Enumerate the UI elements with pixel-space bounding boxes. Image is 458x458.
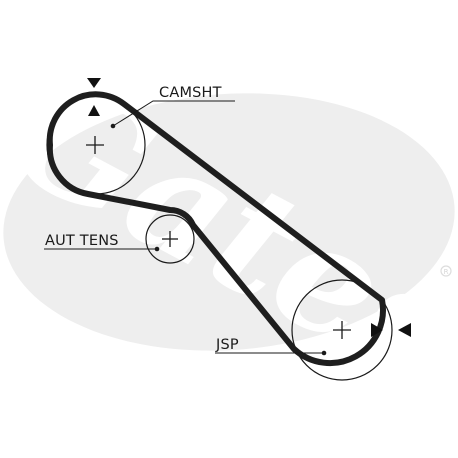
registered-trademark-icon: R [440, 265, 452, 277]
crosshair-icon [86, 136, 104, 154]
tensioner-leader [44, 246, 160, 252]
camshaft-leader [110, 100, 235, 129]
timing-mark-arrow-icon [87, 78, 101, 88]
timing-mark-arrow-icon [371, 323, 383, 337]
crankshaft-leader [215, 350, 327, 356]
tensioner-label: AUT TENS [45, 233, 119, 249]
gates-logo-watermark: Gates R [0, 42, 458, 420]
timing-mark-arrow-icon [398, 323, 411, 337]
svg-text:R: R [444, 268, 449, 276]
timing-mark-arrow-icon [88, 105, 100, 116]
crosshair-icon [333, 321, 351, 339]
crankshaft-pulley [291, 279, 393, 381]
crosshair-icon [162, 231, 178, 247]
crankshaft-label: JSP [215, 337, 239, 353]
camshaft-label: CAMSHT [159, 85, 222, 101]
timing-belt [46, 91, 386, 366]
tensioner-pulley [145, 214, 195, 264]
